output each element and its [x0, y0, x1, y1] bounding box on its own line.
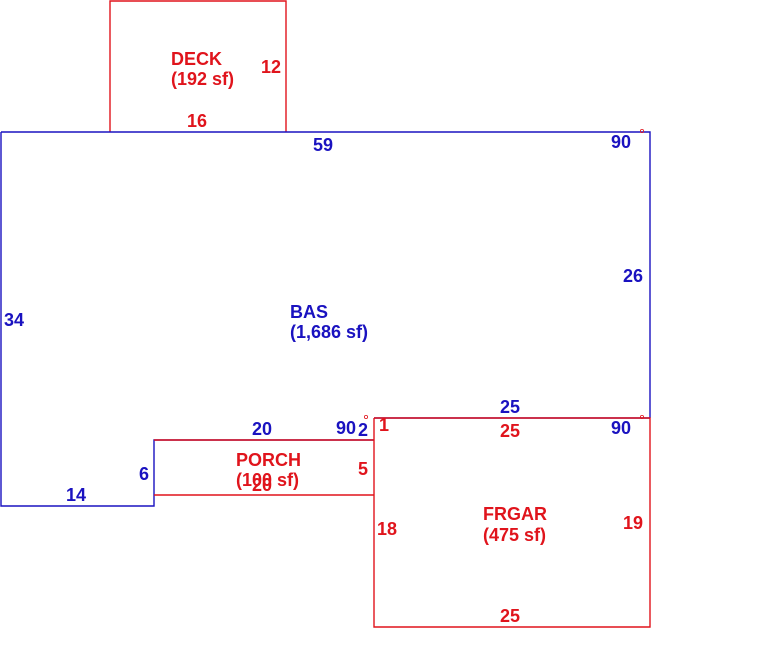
frgar-outline	[373, 417, 651, 628]
frgar-name-label: FRGAR	[483, 504, 547, 524]
dim-bas-left: 34	[4, 310, 24, 330]
dim-angle-top-right: 90	[611, 132, 631, 152]
deck-outline	[109, 0, 287, 132]
dim-bas-top: 59	[313, 135, 333, 155]
bas-name-label: BAS	[290, 302, 328, 322]
deck-area-label: (192 sf)	[171, 69, 234, 89]
dim-frgar-right: 19	[623, 513, 643, 533]
dim-deck-side: 12	[261, 57, 281, 77]
dim-frgar-notch: 1	[379, 415, 389, 435]
dim-frgar-left: 18	[377, 519, 397, 539]
dim-frgar-bottom: 25	[500, 606, 520, 626]
dim-bas-garage-top: 25	[500, 397, 520, 417]
dim-bas-bottom: 14	[66, 485, 86, 505]
dim-bas-step: 6	[139, 464, 149, 484]
porch-area-label: (100 sf)	[236, 470, 299, 490]
bas-area-label: (1,686 sf)	[290, 322, 368, 342]
dim-deck-bottom: 16	[187, 111, 207, 131]
porch-outline	[154, 439, 374, 496]
dim-frgar-top: 25	[500, 421, 520, 441]
dim-bas-inner-top: 20	[252, 419, 272, 439]
dim-porch-bottom: 20	[252, 475, 272, 495]
dim-angle-right-mid: 90	[611, 418, 631, 438]
dim-porch-side: 5	[358, 459, 368, 479]
dim-bas-right: 26	[623, 266, 643, 286]
corner-marker	[640, 414, 645, 419]
porch-name-label: PORCH	[236, 450, 301, 470]
dim-angle-mid: 90	[336, 418, 356, 438]
frgar-area-label: (475 sf)	[483, 525, 546, 545]
corner-marker	[363, 414, 368, 419]
dim-bas-inner-right: 2	[358, 420, 368, 440]
corner-marker	[640, 128, 645, 133]
deck-name-label: DECK	[171, 49, 222, 69]
